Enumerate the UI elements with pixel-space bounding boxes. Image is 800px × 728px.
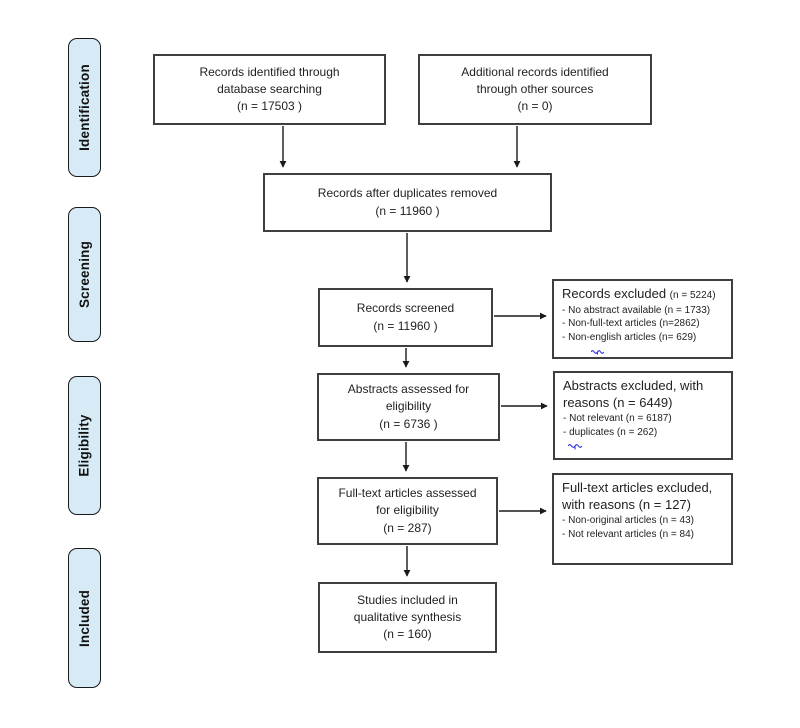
records-excluded-title: Records excluded (n = 5224) [562, 286, 727, 303]
box-records-excluded: Records excluded (n = 5224) - No abstrac… [552, 279, 733, 359]
box-additional-records-text: Additional records identified through ot… [461, 64, 609, 114]
box-fulltext-excluded: Full-text articles excluded, with reason… [552, 473, 733, 565]
stage-bar-screening: Screening [68, 207, 101, 342]
stage-label-identification: Identification [77, 64, 92, 151]
box-records-identified-text: Records identified through database sear… [199, 64, 340, 114]
box-records-after-duplicates: Records after duplicates removed (n = 11… [263, 173, 552, 232]
box-additional-records: Additional records identified through ot… [418, 54, 652, 125]
stage-label-included: Included [77, 589, 93, 647]
box-records-identified: Records identified through database sear… [153, 54, 386, 125]
box-records-after-duplicates-text: Records after duplicates removed (n = 11… [317, 186, 498, 218]
records-excluded-count: (n = 5224) [669, 290, 716, 301]
stage-label-screening: Screening [77, 240, 93, 309]
abstracts-excluded-title: Abstracts excluded, with reasons (n = 64… [563, 378, 704, 410]
records-excluded-item: - Non-english articles (n= 629) [562, 331, 697, 343]
stage-bar-included: Included [68, 548, 101, 688]
stage-label-eligibility: Eligibility [77, 414, 92, 477]
box-abstracts-excluded: Abstracts excluded, with reasons (n = 64… [553, 371, 733, 460]
abstracts-excluded-item: - duplicates (n = 262) [563, 426, 658, 438]
stage-bar-identification: Identification [68, 38, 101, 177]
records-excluded-item: - No abstract available (n = 1733) [562, 304, 711, 316]
box-abstracts-assessed-text: Abstracts assessed for eligibility (n = … [347, 382, 470, 431]
fulltext-excluded-item: - Non-original articles (n = 43) [562, 515, 694, 527]
box-fulltext-assessed: Full-text articles assessed for eligibil… [317, 477, 498, 545]
records-excluded-title-text: Records excluded [562, 286, 670, 301]
box-studies-included-text: Studies included in qualitative synthesi… [353, 592, 462, 642]
box-studies-included: Studies included in qualitative synthesi… [318, 582, 497, 653]
box-abstracts-assessed: Abstracts assessed for eligibility (n = … [317, 373, 500, 441]
box-records-screened-text: Records screened (n = 11960 ) [356, 301, 455, 333]
stage-bar-eligibility: Eligibility [68, 376, 101, 515]
spellcheck-squiggle-english [591, 350, 604, 355]
records-excluded-item: - Non-full-text articles (n=2862) [562, 318, 700, 330]
abstracts-excluded-item: - Not relevant (n = 6187) [563, 413, 672, 425]
fulltext-excluded-title: Full-text articles excluded, with reason… [562, 480, 713, 512]
fulltext-excluded-item: - Not relevant articles (n = 84) [562, 528, 694, 540]
box-records-screened: Records screened (n = 11960 ) [318, 288, 493, 347]
box-fulltext-assessed-text: Full-text articles assessed for eligibil… [338, 486, 477, 535]
spellcheck-squiggle-duplicates [568, 444, 582, 450]
